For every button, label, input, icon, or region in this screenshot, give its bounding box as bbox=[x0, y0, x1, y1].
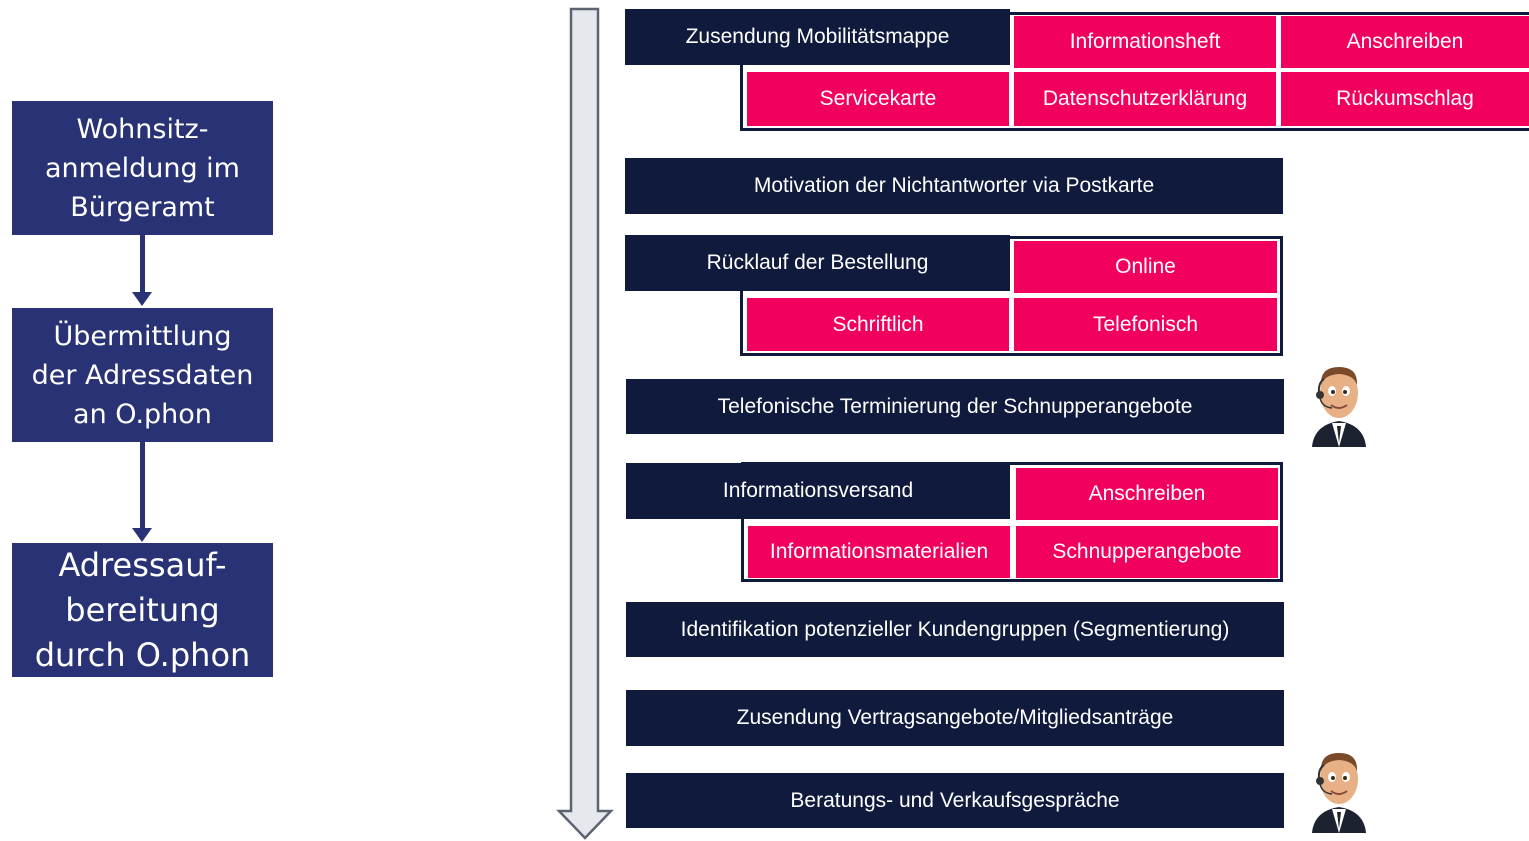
step-zusendung-vertragsangebote: Zusendung Vertragsangebote/Mitgliedsantr… bbox=[626, 690, 1284, 746]
flow-box-label: Übermittlung der Adressdaten an O.phon bbox=[31, 320, 254, 430]
item-informationsmaterialien: Informationsmaterialien bbox=[748, 526, 1010, 578]
item-anschreiben: Anschreiben bbox=[1281, 16, 1529, 68]
arrow-down-icon bbox=[132, 292, 152, 306]
step-title-mobilitaetsmappe: Zusendung Mobilitätsmappe bbox=[625, 9, 1010, 65]
step-beratungs-verkaufsgespraeche: Beratungs- und Verkaufsgespräche bbox=[626, 773, 1284, 828]
step-identifikation-kundengruppen: Identifikation potenzieller Kundengruppe… bbox=[626, 602, 1284, 657]
flow-box-label: Adressauf- bereitung durch O.phon bbox=[34, 545, 251, 674]
step-title-informationsversand: Informationsversand bbox=[626, 463, 1010, 519]
step-motivation-nichtantworter: Motivation der Nichtantworter via Postka… bbox=[625, 158, 1283, 214]
flow-box-wohnsitzanmeldung: Wohnsitz- anmeldung im Bürgeramt bbox=[12, 101, 273, 235]
step-frame bbox=[741, 462, 1283, 582]
item-schnupperangebote: Schnupperangebote bbox=[1016, 526, 1278, 578]
item-anschreiben: Anschreiben bbox=[1016, 468, 1278, 520]
item-servicekarte: Servicekarte bbox=[747, 72, 1009, 126]
flow-box-adressaufbereitung: Adressauf- bereitung durch O.phon bbox=[12, 543, 273, 677]
call-center-agent-icon bbox=[1312, 367, 1366, 447]
step-frame bbox=[740, 236, 1283, 356]
timeline-arrow bbox=[556, 7, 614, 840]
arrow-down-icon bbox=[132, 528, 152, 542]
call-center-agent-icon bbox=[1312, 753, 1366, 833]
flow-box-label: Wohnsitz- anmeldung im Bürgeramt bbox=[45, 113, 240, 223]
step-frame bbox=[740, 12, 1529, 131]
item-datenschutzerklaerung: Datenschutzerklärung bbox=[1014, 72, 1276, 126]
step-title-ruecklauf: Rücklauf der Bestellung bbox=[625, 235, 1010, 291]
flow-box-adressuebermittlung: Übermittlung der Adressdaten an O.phon bbox=[12, 308, 273, 442]
item-rueckumschlag: Rückumschlag bbox=[1281, 72, 1529, 126]
item-schriftlich: Schriftlich bbox=[747, 298, 1009, 351]
item-online: Online bbox=[1014, 241, 1277, 293]
step-telefonische-terminierung: Telefonische Terminierung der Schnuppera… bbox=[626, 379, 1284, 434]
item-telefonisch: Telefonisch bbox=[1014, 298, 1277, 351]
flow-connector bbox=[140, 235, 145, 293]
item-informationsheft: Informationsheft bbox=[1014, 16, 1276, 68]
flow-connector bbox=[140, 442, 145, 528]
